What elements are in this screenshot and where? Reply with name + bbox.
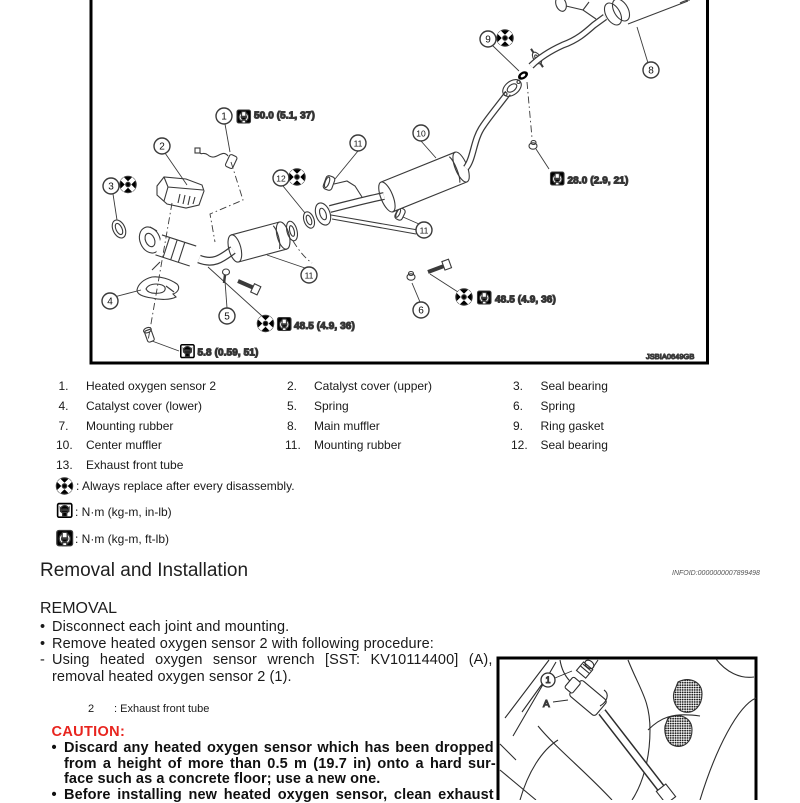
- svg-text:5: 5: [224, 312, 230, 323]
- svg-text:11: 11: [354, 139, 363, 149]
- svg-text:11: 11: [305, 271, 314, 281]
- svg-text:6: 6: [418, 306, 424, 317]
- svg-text:48.5 (4.9, 36): 48.5 (4.9, 36): [495, 295, 556, 306]
- svg-text:4: 4: [107, 297, 113, 308]
- svg-text:10: 10: [416, 129, 426, 139]
- svg-text:8: 8: [648, 66, 654, 77]
- svg-text:28.0 (2.9, 21): 28.0 (2.9, 21): [568, 176, 629, 187]
- svg-text:9: 9: [485, 35, 491, 46]
- svg-text:JSBIA0649GB: JSBIA0649GB: [646, 352, 694, 361]
- svg-text:11: 11: [420, 226, 429, 236]
- svg-text:5.8 (0.59, 51): 5.8 (0.59, 51): [198, 348, 259, 359]
- svg-text:50.0 (5.1, 37): 50.0 (5.1, 37): [254, 110, 315, 121]
- svg-text:2: 2: [159, 142, 165, 153]
- svg-text:1: 1: [545, 675, 550, 685]
- svg-text:3: 3: [108, 182, 114, 193]
- svg-text:48.5 (4.9, 36): 48.5 (4.9, 36): [294, 321, 355, 332]
- svg-text:A: A: [543, 699, 550, 710]
- svg-text:12: 12: [276, 174, 286, 184]
- svg-text:1: 1: [221, 112, 227, 123]
